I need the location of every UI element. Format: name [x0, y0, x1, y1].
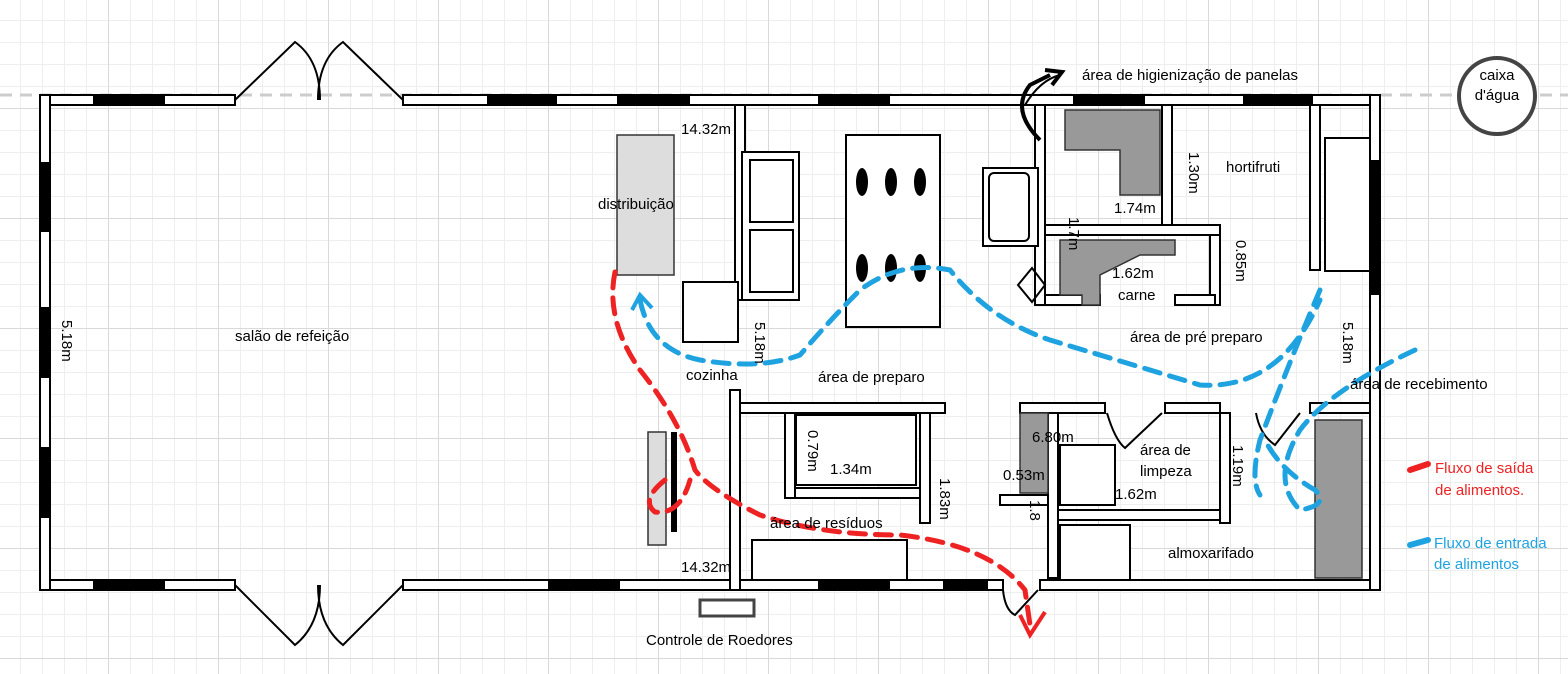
legend-entrada-2: de alimentos	[1434, 556, 1519, 573]
shelf	[1019, 412, 1049, 494]
double-sink-hortifruti	[1324, 137, 1371, 272]
entry-flow-loop	[1252, 287, 1323, 498]
dim-label: 0.53m	[1003, 467, 1045, 484]
label-limpeza-2: limpeza	[1140, 463, 1192, 480]
entry-flow-arrow	[630, 291, 654, 311]
dim-label: 0.79m	[804, 430, 821, 472]
entry-flow-path	[637, 265, 1323, 388]
legend-swatch-saida	[1407, 461, 1431, 473]
dim-label: 14.32m	[681, 121, 731, 138]
dim-label: 1.34m	[830, 461, 872, 478]
label-salao: salão de refeição	[235, 328, 349, 345]
stove	[845, 134, 941, 328]
double-sink	[741, 151, 800, 301]
legend-entrada-1: Fluxo de entrada	[1434, 535, 1547, 552]
dim-label: 1.62m	[1115, 486, 1157, 503]
dim-label: 5.18m	[1339, 322, 1356, 364]
label-higienizacao: área de higienização de panelas	[1082, 67, 1298, 84]
legend-saida-1: Fluxo de saída	[1435, 460, 1534, 477]
label-area-preparo: área de preparo	[818, 369, 925, 386]
dim-label: 1.8	[1026, 500, 1043, 521]
dim-label: 6.80m	[1032, 429, 1074, 446]
exit-flow-loop	[646, 477, 693, 515]
legend: Fluxo de saída de alimentos. Fluxo de en…	[1407, 460, 1547, 573]
label-recebimento: área de recebimento	[1350, 376, 1488, 393]
label-cozinha: cozinha	[686, 367, 738, 384]
water-tank	[1457, 56, 1537, 136]
label-almoxarifado: almoxarifado	[1168, 545, 1254, 562]
cabinet	[682, 281, 739, 343]
dim-label: 1.74m	[1114, 200, 1156, 217]
dim-label: 1.83m	[936, 478, 953, 520]
dim-label: 0.85m	[1232, 240, 1249, 282]
exit-flow-path	[610, 269, 1033, 628]
dim-label: 14.32m	[681, 559, 731, 576]
dim-label: 5.18m	[58, 320, 75, 362]
distribution-counter	[616, 134, 675, 276]
label-roedores: Controle de Roedores	[646, 632, 793, 649]
legend-saida-2: de alimentos.	[1435, 482, 1524, 499]
legend-swatch-entrada	[1407, 537, 1431, 548]
corner-sink	[1016, 266, 1047, 304]
sink-cleaning	[1059, 444, 1116, 506]
dim-label: 1.19m	[1229, 445, 1246, 487]
dim-label: 1.30m	[1185, 152, 1202, 194]
cold-room	[795, 414, 917, 486]
rotate-arrow-icon	[1020, 68, 1066, 142]
dim-label: 5.18m	[751, 322, 768, 364]
label-hortifruti: hortifruti	[1226, 159, 1280, 176]
label-agua: d'água	[1475, 87, 1520, 104]
entry-flow-reception	[1262, 347, 1418, 513]
label-carne: carne	[1118, 287, 1156, 304]
label-caixa: caixa	[1479, 67, 1515, 84]
reception-counter	[1314, 419, 1363, 579]
dim-label: 1.62m	[1112, 265, 1154, 282]
shelf-storage	[1059, 524, 1131, 581]
exit-flow-arrow	[1018, 610, 1047, 640]
equipment	[616, 109, 1371, 618]
rodent-control-box	[698, 598, 756, 618]
label-limpeza-1: área de	[1140, 442, 1191, 459]
counter-meat	[1059, 239, 1176, 306]
counter-hygiene	[1064, 109, 1161, 196]
double-doors	[234, 40, 404, 647]
dim-label: 1.7m	[1065, 217, 1082, 250]
label-distribuicao: distribuição	[598, 196, 674, 213]
double-sink-residue	[751, 539, 908, 581]
label-pre-preparo: área de pré preparo	[1130, 329, 1263, 346]
label-residuos: área de resíduos	[770, 515, 883, 532]
